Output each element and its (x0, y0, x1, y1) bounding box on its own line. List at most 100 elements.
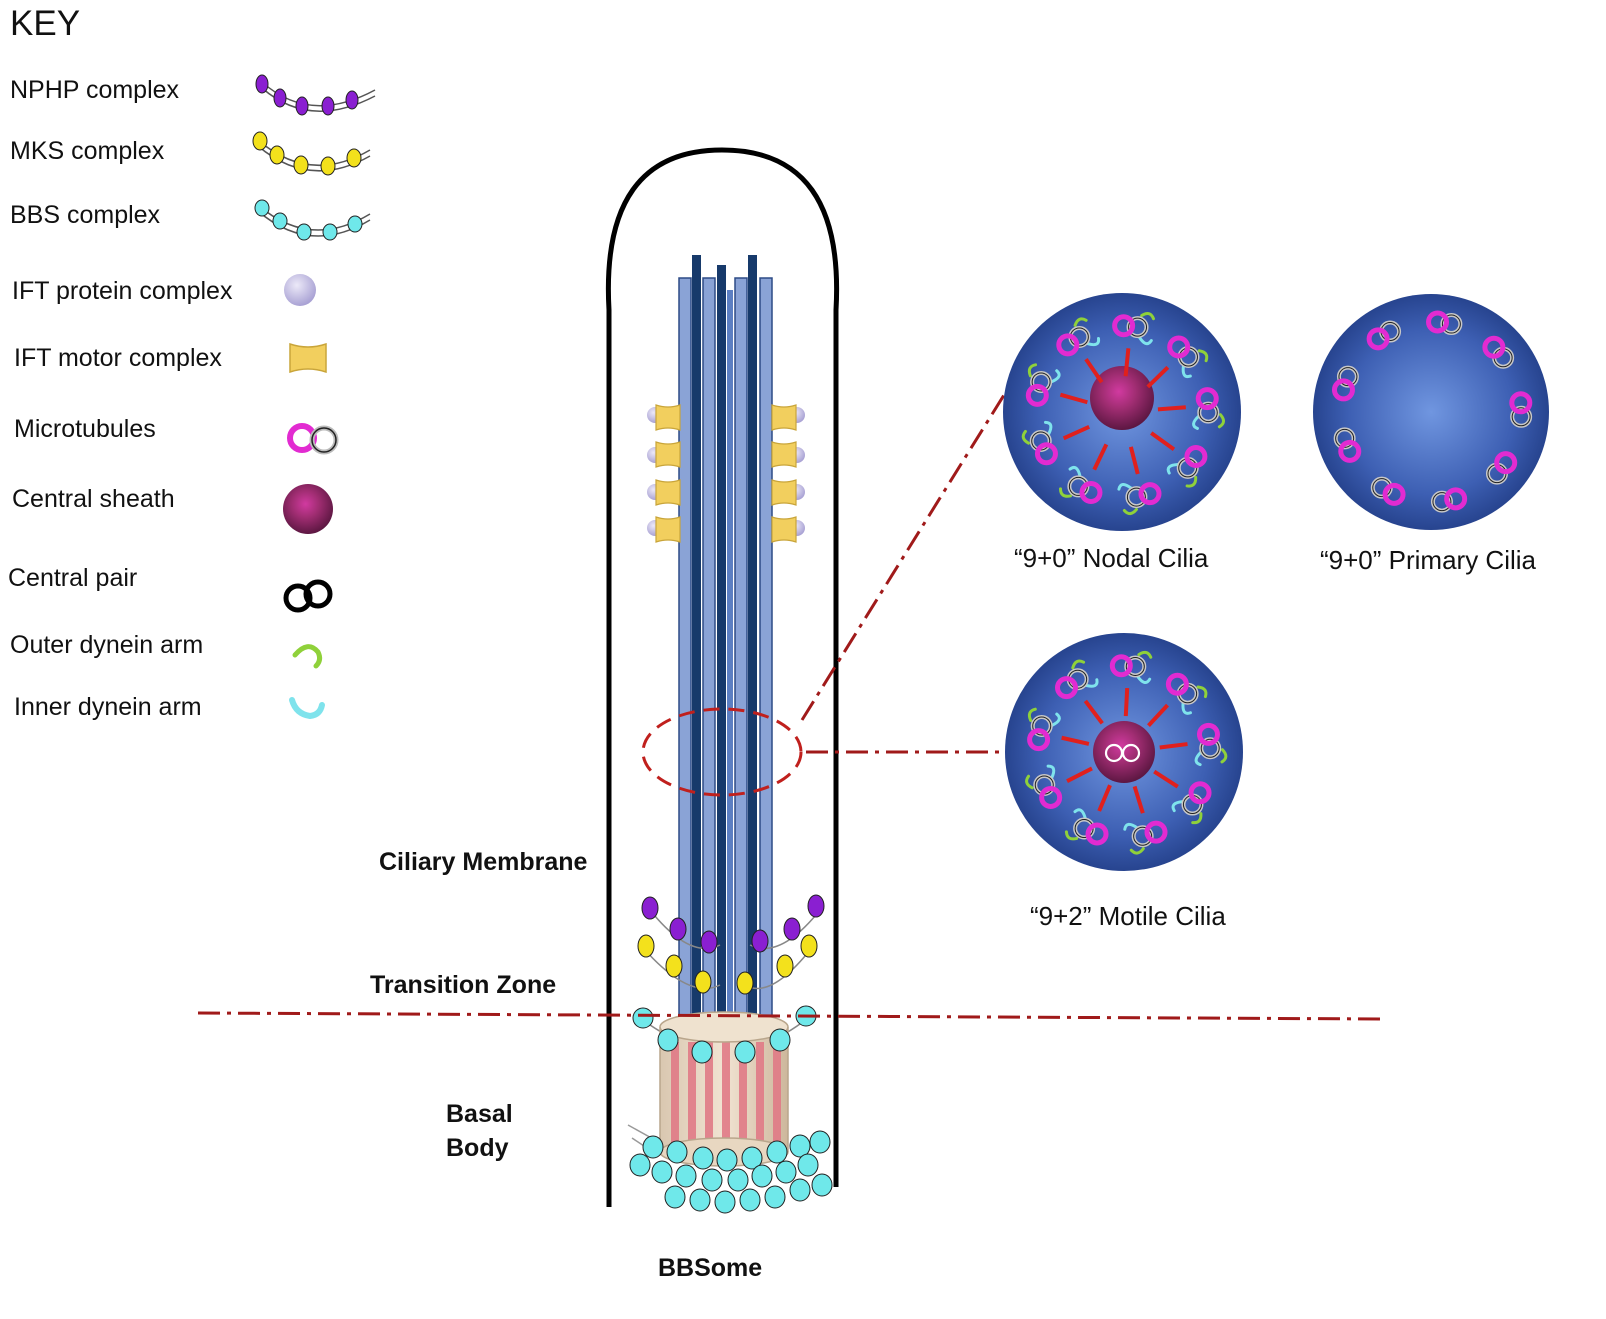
microtubule-a (1188, 781, 1212, 805)
microtubule-a (1195, 387, 1219, 411)
inner-dynein-arm (1181, 364, 1192, 379)
caption-motile-cilia: “9+2” Motile Cilia (1030, 901, 1226, 931)
microtubule-a (1085, 822, 1109, 846)
key-icon-mks (252, 131, 371, 176)
key-label-bbs: BBS complex (10, 201, 161, 229)
radial-spoke (1123, 687, 1130, 717)
outer-dynein-arm (1220, 748, 1228, 764)
microtubule-a (1426, 310, 1450, 334)
microtubule-a (1034, 442, 1058, 466)
outer-dynein-arm (1185, 475, 1198, 488)
outer-dynein-arm (1059, 487, 1072, 498)
radial-spoke (1066, 766, 1093, 783)
microtubule-a (1055, 676, 1079, 700)
key-label-outer-dynein: Outer dynein arm (10, 631, 204, 659)
microtubule-b-outline (1133, 826, 1153, 846)
microtubule-a (1039, 785, 1063, 809)
label-bbsome: BBSome (658, 1254, 763, 1282)
inner-dynein-arm (1085, 336, 1101, 347)
key-icon-central-pair (283, 579, 333, 613)
key-label-nphp: NPHP complex (10, 76, 180, 104)
microtubule-a (1196, 722, 1220, 746)
outer-dynein-arm (1073, 317, 1088, 327)
radial-spoke (1084, 357, 1104, 384)
radial-spoke (1059, 392, 1088, 405)
connector-line-nodal (800, 394, 1006, 721)
cross-section-nodal (1003, 293, 1241, 531)
key-icon-nphp (255, 74, 376, 116)
microtubule-a (1366, 327, 1390, 351)
microtubule-b-outline (1125, 656, 1145, 676)
microtubule-b-outline (1128, 317, 1148, 337)
microtubule-b-outline (1031, 372, 1051, 392)
outer-dynein-arm (1071, 659, 1086, 670)
inner-dynein-arm (1123, 822, 1139, 831)
cross-section-motile (1005, 633, 1243, 871)
outer-dynein-arm (1137, 650, 1153, 659)
microtubule-b-outline (1198, 403, 1218, 423)
radial-spoke (1146, 365, 1170, 389)
inner-dynein-arm (1068, 465, 1082, 478)
radial-spoke (1097, 784, 1112, 812)
label-ciliary-membrane: Ciliary Membrane (379, 848, 588, 876)
outer-dynein-arm (1196, 685, 1208, 699)
microtubule-a (1165, 672, 1189, 696)
key-icon-bbs (254, 199, 371, 241)
microtubule-a (1112, 314, 1136, 338)
inner-dynein-arm (1181, 701, 1192, 715)
radial-spoke (1147, 703, 1170, 727)
microtubule-b-outline (1511, 407, 1531, 427)
key-label-mks: MKS complex (10, 137, 165, 165)
key-icon-outer-dynein (292, 644, 323, 669)
key-label-ift-motor: IFT motor complex (14, 344, 222, 372)
inner-dynein-arm (1138, 335, 1153, 346)
radial-spoke (1061, 735, 1090, 746)
radial-spoke (1092, 443, 1109, 471)
microtubule-a (1144, 820, 1168, 844)
radial-spoke (1123, 348, 1131, 377)
microtubule-b-outline (1338, 367, 1358, 387)
outer-dynein-arm (1025, 774, 1034, 790)
microtubule-b-outline (1200, 738, 1220, 758)
microtubule-a (1079, 481, 1103, 505)
outer-dynein-arm (1129, 847, 1145, 855)
microtubule-a (1184, 445, 1208, 469)
outer-dynein-arm (1217, 413, 1225, 429)
microtubule-b-outline (1126, 487, 1146, 507)
inner-dynein-arm (1050, 369, 1061, 384)
cross-section-marker (641, 707, 803, 797)
microtubule-a (1494, 451, 1518, 475)
key-icon-central-sheath (283, 484, 333, 534)
outer-dynein-arm (1064, 830, 1079, 841)
microtubule-b-outline (1441, 314, 1461, 334)
microtubule-a (1509, 391, 1533, 415)
ift-train-left (647, 404, 681, 543)
outer-dynein-arm (1027, 363, 1038, 378)
inner-dynein-arm (1050, 712, 1061, 727)
microtubule-a (1027, 728, 1051, 752)
inner-dynein-arm (1171, 800, 1184, 813)
inner-dynein-arm (1084, 678, 1099, 688)
key-icon-ift-protein (284, 274, 316, 306)
outer-dynein-arm (1027, 707, 1037, 722)
radial-spoke (1132, 785, 1145, 814)
inner-dynein-arm (1044, 420, 1053, 436)
microtubule-a (1338, 439, 1362, 463)
outer-dynein-arm (1197, 349, 1209, 363)
key-icon-microtubules (287, 423, 339, 455)
microtubule-b-outline (1432, 492, 1452, 512)
microtubule-a (1331, 378, 1355, 402)
microtubule-a (1482, 335, 1506, 359)
key-label-inner-dynein: Inner dynein arm (14, 693, 202, 721)
radial-spoke (1062, 424, 1091, 441)
key-label-ift-protein: IFT protein complex (12, 277, 233, 305)
key-label-central-sheath: Central sheath (12, 485, 175, 513)
inner-dynein-arm (1194, 750, 1203, 767)
microtubule-a (1025, 383, 1049, 407)
transition-zone-boundary (197, 1011, 1386, 1021)
label-body: Body (446, 1134, 509, 1162)
inner-dynein-arm (1117, 483, 1133, 491)
outer-dynein-arm (1191, 812, 1203, 825)
key-title: KEY (10, 4, 81, 43)
